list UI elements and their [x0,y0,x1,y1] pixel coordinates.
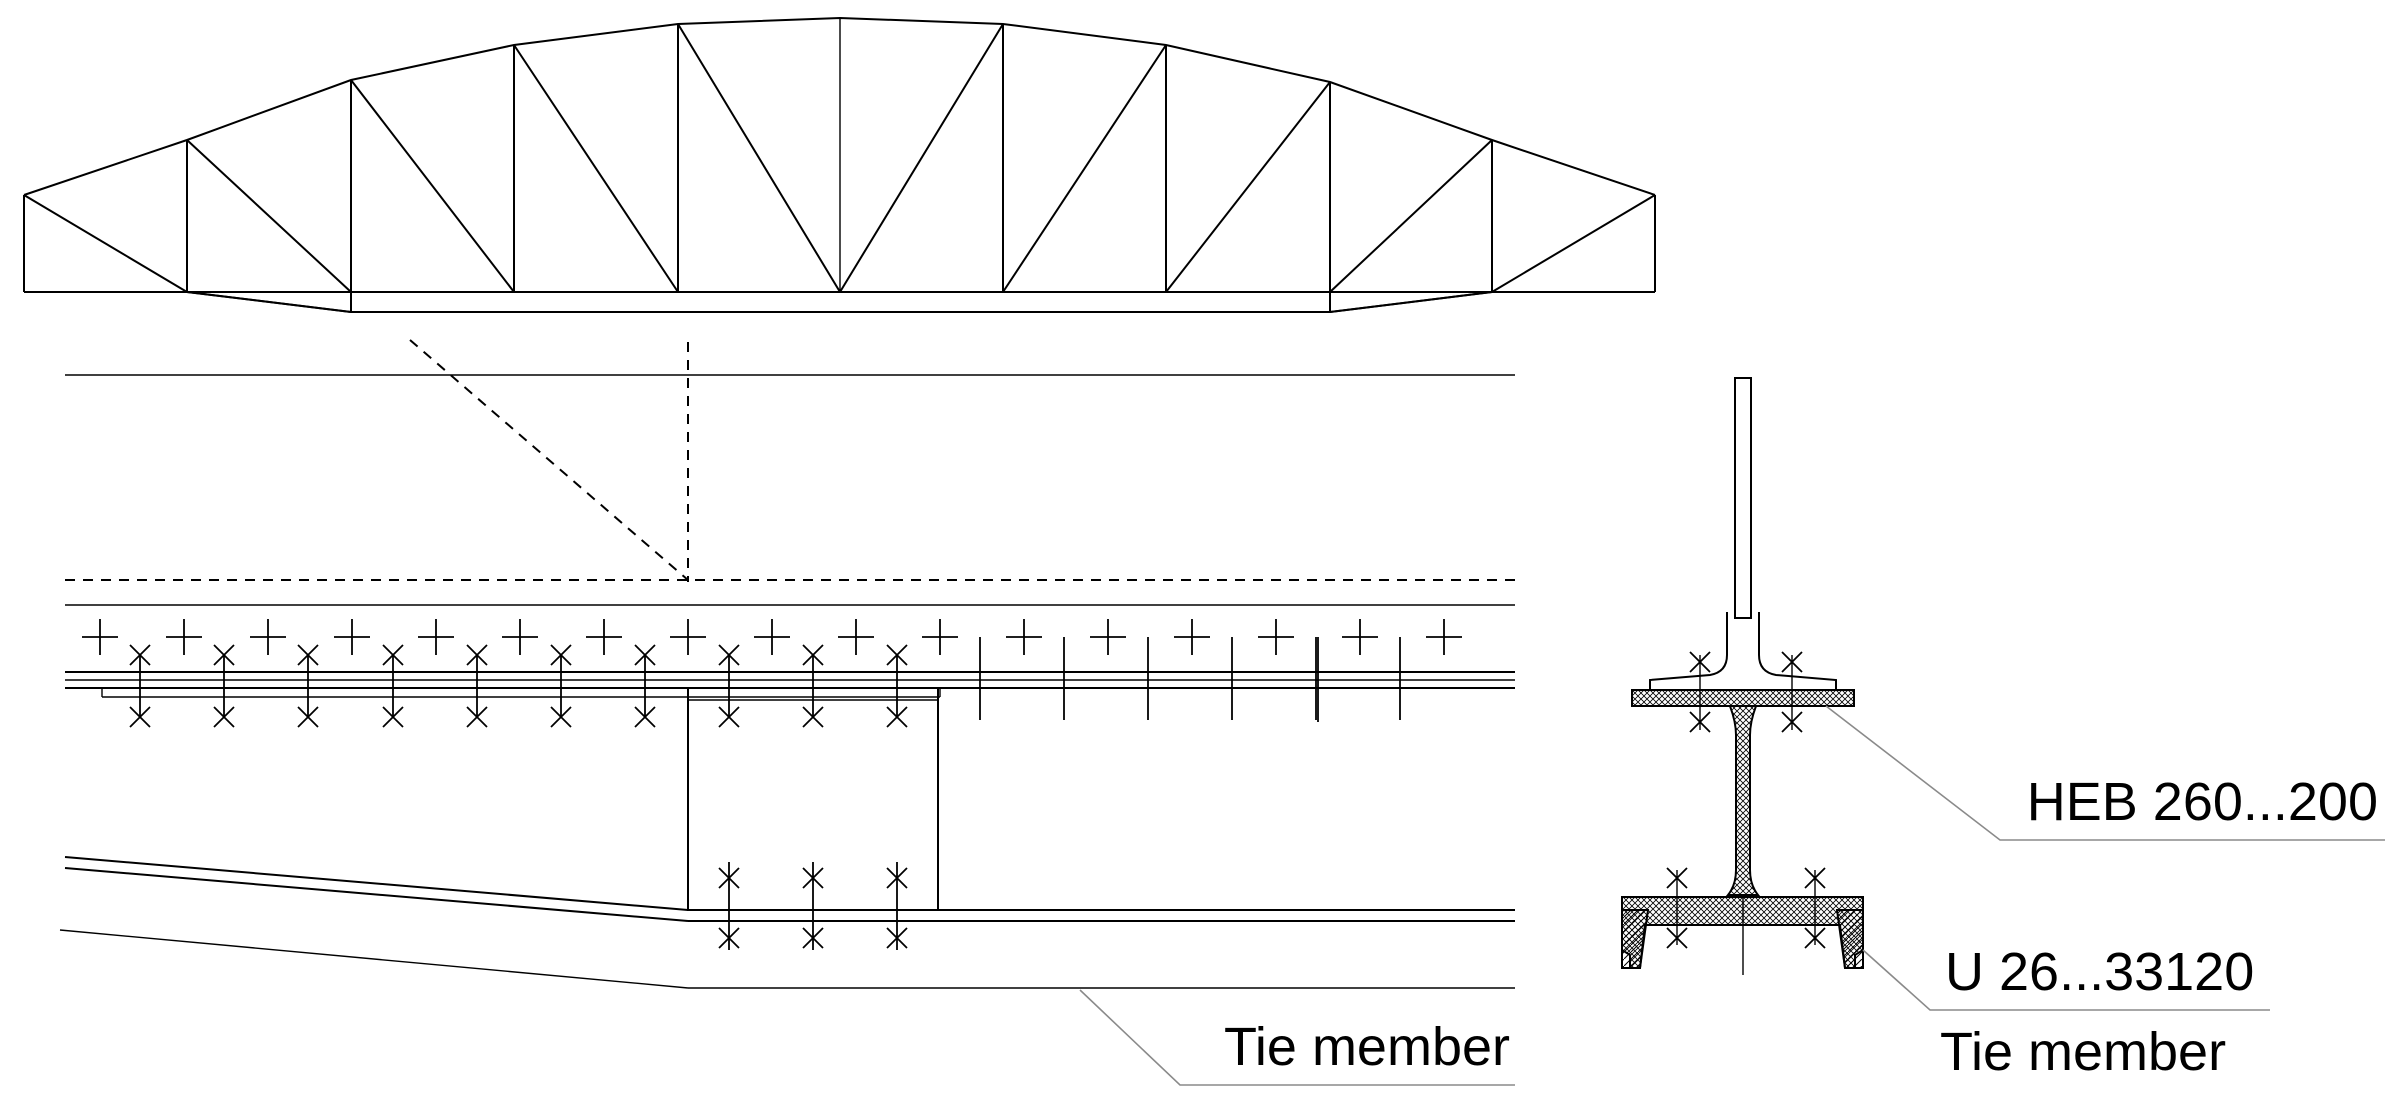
bolt-x-marker [213,706,235,728]
bolt-x-marker [382,706,404,728]
u-profile-label: U 26...33120 [1945,942,2254,1002]
bolt-x-marker [802,706,824,728]
tie-member-elevation [59,856,1515,989]
heb-label: HEB 260...200 [2027,772,2378,832]
bolt-plus-marker [1090,619,1126,655]
bolt-plus-marker [250,619,286,655]
bolt-plus-marker [754,619,790,655]
bolt-x-marker [1804,867,1826,889]
cross-girder-flange [65,671,1515,698]
bolt-plus-marker [418,619,454,655]
bolt-x-marker [550,706,572,728]
bolt-x-marker [1666,927,1688,949]
bolt-plus-marker [838,619,874,655]
bolt-x-marker [1689,711,1711,733]
bolt-plus-marker [922,619,958,655]
bolt-x-marker [129,706,151,728]
plus-bolt-row [82,619,1462,655]
bolt-x-marker [297,706,319,728]
u-channel-right-lip [1835,909,1864,969]
detail-dashed-diagonal [409,339,689,581]
tie-member-elevation-label: Tie member [1224,1017,1510,1077]
flange-tick-marks [979,637,1401,722]
bolt-plus-marker [166,619,202,655]
heb-leader [1825,705,2385,841]
bolt-x-marker [1804,927,1826,949]
bolt-plus-marker [1426,619,1462,655]
detail-elevation: Tie member [59,339,1515,1086]
truss-elevation [23,16,1656,313]
heb-profile [1631,689,1855,896]
bolt-x-marker [466,706,488,728]
tie-member-elevation-leader [1079,989,1515,1086]
section-bolt-markers [1666,651,1826,949]
bolt-x-marker [634,706,656,728]
bolt-plus-marker [1174,619,1210,655]
bolt-plus-marker [1006,619,1042,655]
bolt-plus-marker [82,619,118,655]
hanger-cleat [1649,612,1837,690]
x-bolt-row-upper [129,644,908,717]
hanger-plate [1734,377,1752,619]
bolt-plus-marker [1342,619,1378,655]
truss-bottom-chord [24,291,1655,313]
bolt-x-marker [886,706,908,728]
u-channel-left-lip [1621,909,1650,969]
truss-verticals [23,18,1656,312]
bolt-plus-marker [1258,619,1294,655]
heb-top-flange [1631,689,1855,707]
u-profile-leader [1862,949,2270,1011]
heb-web [1725,705,1761,896]
x-bolt-row-lower [129,706,908,950]
bolt-plus-marker [502,619,538,655]
bolt-plus-marker [670,619,706,655]
bolt-x-marker [718,706,740,728]
cross-section: HEB 260...200 U 26...33120 Tie member [1621,377,2385,1082]
bolt-plus-marker [586,619,622,655]
bolt-x-marker [1781,651,1803,673]
bolt-x-marker [1666,867,1688,889]
bolt-x-marker [1689,651,1711,673]
u-profile [1621,896,1864,969]
tie-member-section-label: Tie member [1940,1022,2226,1082]
section-bolts [1676,655,1816,945]
truss-diagonals [23,23,1656,293]
bolt-plus-marker [334,619,370,655]
bolt-x-marker [1781,711,1803,733]
